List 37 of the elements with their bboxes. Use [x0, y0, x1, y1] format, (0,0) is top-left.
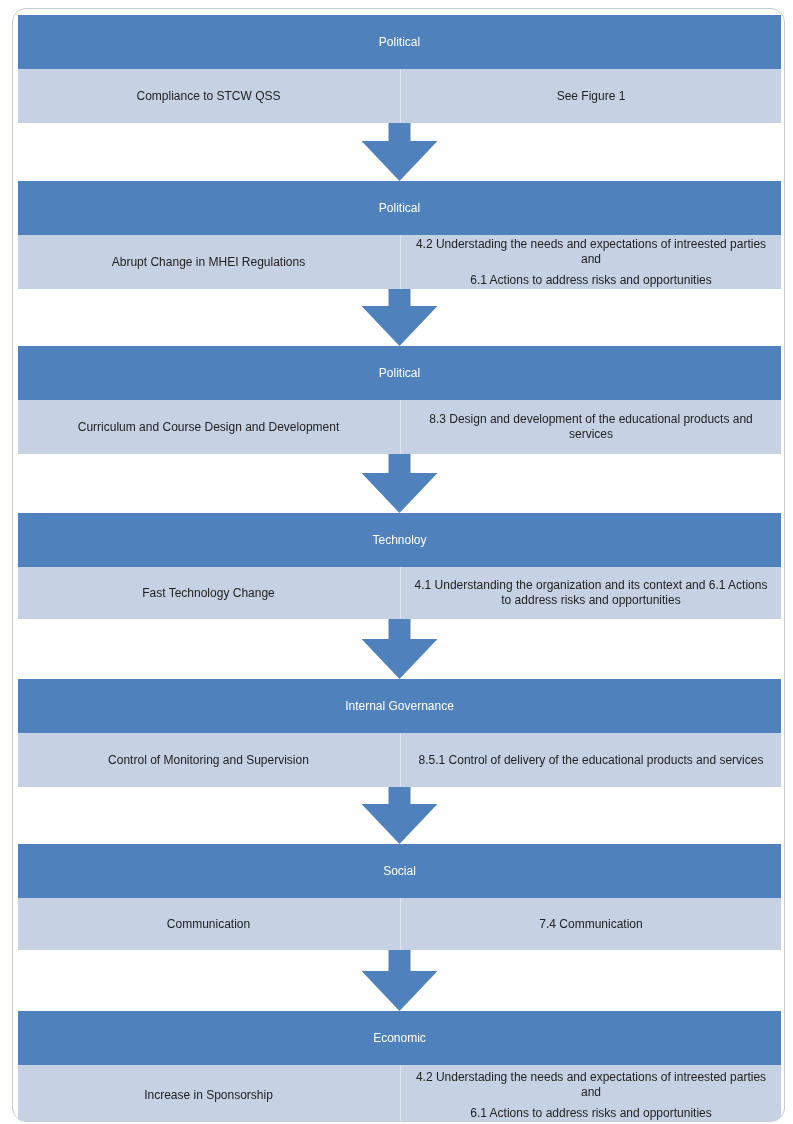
cell-text: Curriculum and Course Design and Development — [77, 419, 340, 435]
arrow — [361, 787, 438, 844]
cell-text: Control of Monitoring and Supervision — [108, 752, 309, 768]
header-band: Economic — [18, 1011, 781, 1065]
cell-text: See Figure 1 — [556, 88, 626, 104]
stage-panel — [18, 513, 781, 619]
header-band: Political — [18, 346, 781, 400]
cell-text: 4.1 Understanding the organization and its context and 6.1 Actions to address risks and opportunities — [413, 578, 769, 608]
cell-text: 8.3 Design and development of the educational products and services — [428, 412, 754, 442]
header-band: Political — [18, 181, 781, 235]
stage-panel — [18, 15, 781, 123]
stage-panel — [18, 181, 781, 289]
arrow — [361, 123, 438, 181]
table-cell — [400, 1065, 781, 1121]
cell-text: Fast Technology Change — [142, 585, 275, 601]
arrow — [361, 950, 438, 1011]
cell-text: 4.2 Understading the needs and expectations of intreested parties and — [414, 236, 768, 267]
stage-panel — [18, 346, 781, 454]
cell-text: 4.2 Understading the needs and expectations of intreested parties and — [414, 1069, 768, 1100]
stage-panel — [18, 844, 781, 950]
cell-text: Increase in Sponsorship — [144, 1087, 273, 1103]
stage-panel — [18, 679, 781, 787]
cell-text: Compliance to STCW QSS — [136, 88, 281, 104]
header-band: Political — [18, 15, 781, 69]
header-band: Technoloy — [18, 513, 781, 567]
arrow — [361, 619, 438, 679]
stage-panel — [18, 1011, 781, 1121]
header-band: Social — [18, 844, 781, 898]
cell-text: 8.5.1 Control of delivery of the educational products and services — [418, 752, 764, 768]
arrow — [361, 454, 438, 513]
cell-text: Communication — [166, 916, 251, 932]
cell-text: Abrupt Change in MHEI Regulations — [111, 254, 306, 270]
arrow — [361, 289, 438, 346]
cell-text: 6.1 Actions to address risks and opportunities — [470, 1105, 712, 1121]
cell-text: 6.1 Actions to address risks and opportunities — [470, 272, 712, 288]
header-band: Internal Governance — [18, 679, 781, 733]
cell-text: 7.4 Communication — [539, 916, 643, 932]
